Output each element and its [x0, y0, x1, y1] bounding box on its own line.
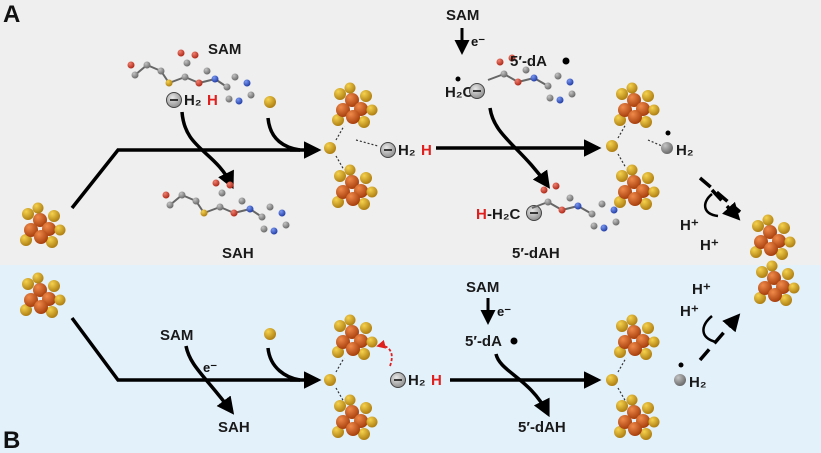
coordination-bonds-a: [335, 125, 379, 171]
radical-dot-a2: [665, 130, 671, 136]
electron-label-b: e⁻: [203, 360, 217, 375]
h2-label-a2: H₂: [676, 142, 694, 159]
product-hydrogen: H: [476, 206, 487, 223]
coordination-bonds-b2: [617, 357, 627, 403]
curved-arrow-to-dah-a: [488, 107, 551, 189]
methylene-carbon-b: [674, 374, 686, 386]
radical-dot-b: [510, 337, 518, 345]
sam-label-b-right: SAM: [466, 279, 499, 296]
sam-label-b: SAM: [160, 327, 193, 344]
transferred-hydrogen-a: H: [421, 142, 432, 159]
carbanion-symbol-b: [389, 371, 407, 389]
h2-group-label: H₂: [184, 92, 202, 109]
radical-label-b: 5′-dA: [465, 333, 502, 350]
bridging-sulfur-a: [324, 142, 336, 154]
carbanion-symbol: [165, 91, 183, 109]
sam-label-top-right: SAM: [446, 7, 479, 24]
sah-label-b: SAH: [218, 419, 250, 436]
dah-label-a: 5′-dAH: [512, 245, 560, 262]
red-electron-arrow: [376, 339, 393, 367]
panel-b-background: [0, 265, 821, 453]
curved-arrow-sam-to-sah-b: [184, 345, 235, 415]
hplus-b1: H⁺: [692, 281, 711, 298]
sam-label-top: SAM: [208, 41, 241, 58]
methylene-carbon-a: [661, 142, 673, 154]
h2-label-b2: H₂: [689, 374, 707, 391]
hplus-b2: H⁺: [680, 303, 699, 320]
bridging-sulfur-a2: [606, 140, 618, 152]
carbanion-symbol-a: [379, 141, 397, 159]
electron-label-a: e⁻: [471, 34, 485, 49]
radical-label-a: 5′-dA: [510, 53, 547, 70]
dashed-arrow-a2: [710, 188, 741, 221]
hplus-a1: H⁺: [680, 217, 699, 234]
curved-arrow-to-dah-b: [494, 353, 550, 418]
radical-dot-carbon: [455, 76, 461, 82]
bridging-sulfur-b2: [606, 374, 618, 386]
electron-label-b2: e⁻: [497, 304, 511, 319]
sulfur-atom-b: [264, 328, 276, 340]
h2c-label: H₂C: [445, 84, 473, 101]
sah-label-a: SAH: [222, 245, 254, 262]
product-h2c-label: -H₂C: [487, 206, 520, 223]
dashed-arrow-a: [698, 176, 742, 214]
coordination-bonds-a2: [617, 123, 663, 169]
carbanion-symbol-radical: [468, 82, 486, 100]
panel-a-background: [0, 0, 821, 265]
radical-dot-b2: [678, 362, 684, 368]
h2-group-label-a: H₂: [398, 142, 416, 159]
panel-label-a: A: [3, 1, 20, 28]
dah-label-b: 5′-dAH: [518, 419, 566, 436]
branch-lines: [70, 148, 300, 382]
radical-dot-a: [562, 57, 570, 65]
hplus-a2: H⁺: [700, 237, 719, 254]
sulfur-atom-a: [264, 96, 276, 108]
transferred-hydrogen: H: [207, 92, 218, 109]
transferred-hydrogen-b: H: [431, 372, 442, 389]
proton-curve-a: [704, 193, 719, 218]
coordination-bonds-b: [335, 357, 345, 403]
curved-arrow-sam-to-sah: [180, 111, 234, 190]
dashed-arrow-b: [698, 313, 741, 362]
h2-group-label-b: H₂: [408, 372, 426, 389]
bridging-sulfur-b: [324, 374, 336, 386]
panel-label-b: B: [3, 427, 20, 453]
proton-curve-b: [702, 315, 717, 344]
